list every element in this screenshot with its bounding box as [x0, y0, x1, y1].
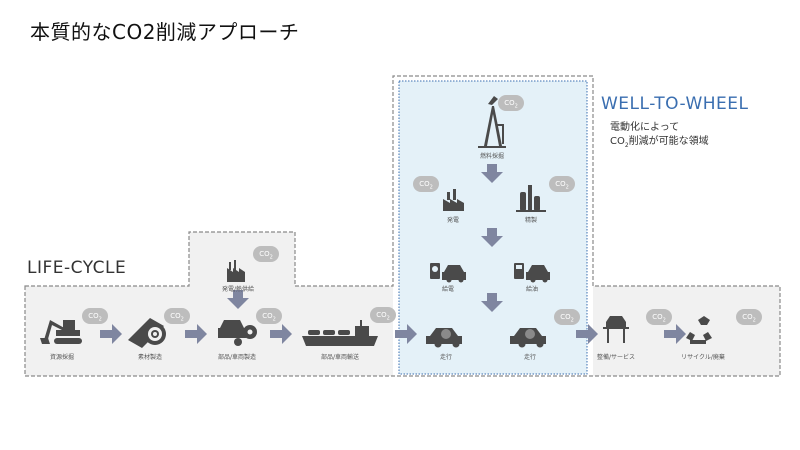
step-label-material: 素材製造 [137, 354, 162, 361]
co2-bubble: CO2 [370, 307, 396, 323]
step-label-manufacturing: 部品/車両製造 [217, 354, 257, 361]
wtw-region [399, 81, 587, 374]
arrow-right [100, 324, 122, 344]
co2-bubble: CO2 [82, 308, 108, 324]
arrow-right [270, 324, 292, 344]
lifecycle-region [25, 232, 393, 376]
arrow-right [664, 324, 686, 344]
step-label-refueling: 給油 [525, 286, 538, 293]
well-to-wheel-label: WELL-TO-WHEEL [601, 94, 749, 114]
step-label-recycle: リサイクル/廃棄 [681, 354, 725, 361]
arrow-right [185, 324, 207, 344]
step-label-refining: 精製 [524, 217, 537, 224]
arrow-right [395, 324, 417, 344]
lifecycle-label: LIFE-CYCLE [27, 258, 127, 278]
arrow-down [481, 164, 503, 183]
co2-bubble: CO2 [736, 309, 762, 325]
co2-bubble: CO2 [164, 308, 190, 324]
material-roll-icon [128, 318, 166, 348]
step-label-driving-ice: 走行 [523, 354, 536, 361]
recycle-icon [686, 316, 712, 344]
arrow-down [481, 228, 503, 247]
step-label-resource-extraction: 資源採掘 [49, 354, 74, 361]
lifecycle-region-right [593, 286, 780, 376]
car-carrier-ship-icon [302, 320, 378, 346]
step-label-transport: 部品/車両輸送 [320, 354, 360, 361]
fuel-pump-car-icon [514, 263, 550, 283]
wtw-border [398, 80, 588, 375]
co2-bubble: CO2 [498, 95, 524, 111]
arrow-down [481, 293, 503, 312]
co2-bubble: CO2 [554, 309, 580, 325]
well-to-wheel-description: 電動化によって CO2削減が可能な領域 [610, 121, 709, 153]
power-plant-icon [443, 189, 464, 211]
co2-bubble: CO2 [549, 176, 575, 192]
co2-bubble: CO2 [646, 309, 672, 325]
gasoline-car-icon [510, 328, 546, 348]
electric-car-icon [426, 328, 462, 348]
co2-bubble: CO2 [256, 308, 282, 324]
co2-bubble: CO2 [253, 246, 279, 262]
arrow-right [576, 324, 598, 344]
car-lift-icon [603, 316, 629, 343]
description-line1: 電動化によって [610, 122, 680, 133]
step-label-driving-ev: 走行 [439, 354, 452, 361]
arrow-down [227, 290, 249, 309]
flow-arrows [100, 164, 686, 344]
ev-charger-car-icon [430, 263, 466, 283]
page-title: 本質的なCO2削減アプローチ [30, 20, 300, 44]
oil-rig-icon [478, 96, 506, 148]
step-label-fuel-extraction: 燃料採掘 [479, 153, 504, 160]
step-label-power-supply: 発電/熱供給 [221, 286, 255, 293]
lifecycle-border [24, 75, 781, 377]
factory-icon [227, 260, 245, 282]
step-label-charging: 給電 [441, 286, 454, 293]
excavator-icon [40, 320, 82, 344]
refinery-icon [516, 185, 546, 212]
car-gears-icon [218, 320, 257, 346]
step-label-service: 整備/サービス [596, 354, 636, 361]
co2-bubble: CO2 [413, 176, 439, 192]
step-label-power-generation: 発電 [446, 217, 459, 224]
description-line2: CO2削減が可能な領域 [610, 136, 709, 149]
